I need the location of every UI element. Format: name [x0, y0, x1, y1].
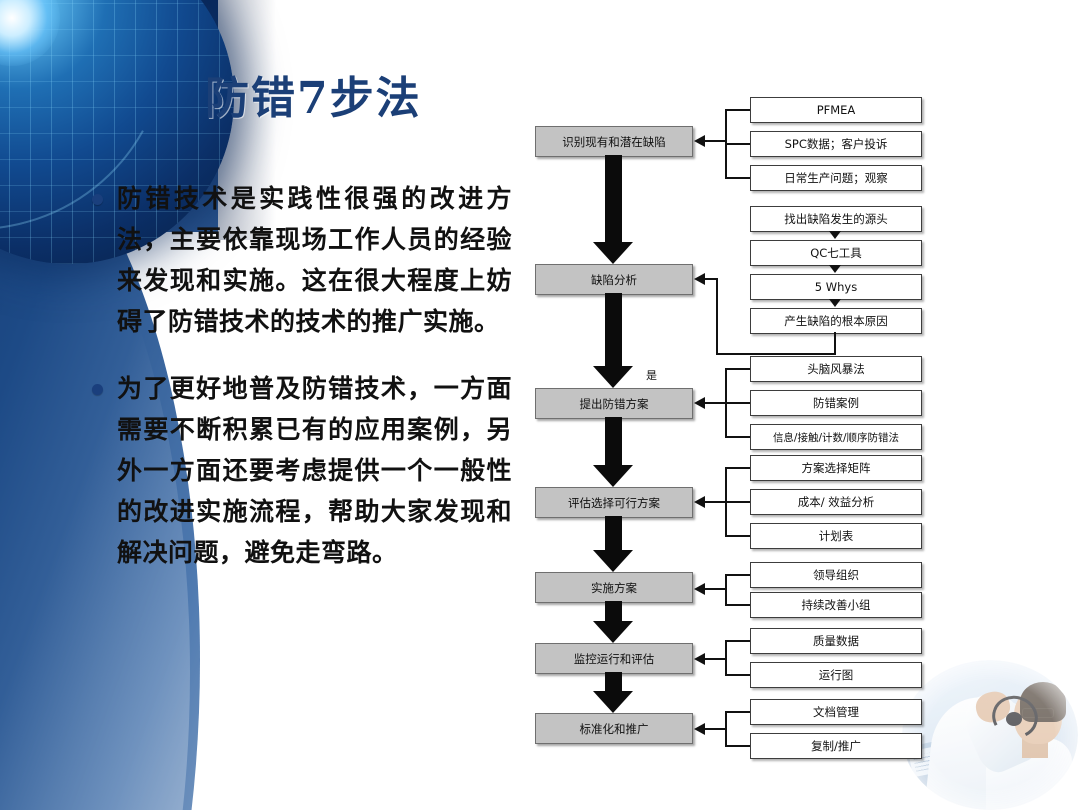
connector-step5-to-step [705, 588, 726, 590]
arrowhead-step6 [694, 653, 705, 665]
page-title: 防错7步法 [205, 73, 422, 124]
tool-box-qc7[interactable]: QC七工具 [750, 240, 922, 266]
connector-step4-a [725, 467, 750, 469]
tool-box-brainstorm[interactable]: 头脑风暴法 [750, 356, 922, 382]
connector-step6-spine [725, 640, 727, 674]
arrowhead-step7 [694, 723, 705, 735]
connector-step3-c [725, 436, 750, 438]
flow-step-1[interactable]: 识别现有和潜在缺陷 [535, 126, 693, 157]
tool-box-spc[interactable]: SPC数据；客户投诉 [750, 131, 922, 157]
flow-step-6[interactable]: 监控运行和评估 [535, 643, 693, 674]
tool-box-replicate[interactable]: 复制/推广 [750, 733, 922, 759]
tool-box-quality-data[interactable]: 质量数据 [750, 628, 922, 654]
flow-step-3[interactable]: 提出防错方案 [535, 388, 693, 419]
arrowhead-step3 [694, 397, 705, 409]
list-item: 防错技术是实践性很强的改进方法，主要依靠现场工作人员的经验来发现和实施。这在很大… [92, 178, 512, 342]
tool-box-doc-control[interactable]: 文档管理 [750, 699, 922, 725]
connector-step6-a [725, 640, 750, 642]
connector-step4-c [725, 535, 750, 537]
tool-box-daily-production[interactable]: 日常生产问题；观察 [750, 165, 922, 191]
connector-step7-b [725, 745, 750, 747]
connector-step5-b [725, 604, 750, 606]
chain-arrow-2 [829, 265, 841, 273]
connector-step4-to-step [705, 501, 726, 503]
bullet-text: 防错技术是实践性很强的改进方法，主要依靠现场工作人员的经验来发现和实施。这在很大… [117, 184, 512, 336]
photo-fade-overlay [902, 660, 1078, 810]
connector-step2-to-step [705, 278, 717, 280]
connector-step3-to-step [705, 402, 726, 404]
connector-step4-b [725, 501, 750, 503]
tool-box-selection-matrix[interactable]: 方案选择矩阵 [750, 455, 922, 481]
flow-step-2[interactable]: 缺陷分析 [535, 264, 693, 295]
connector-step1-a [725, 109, 750, 111]
photo-earcup [1006, 712, 1022, 726]
connector-step2-up [716, 278, 718, 354]
globe-glow [0, 0, 60, 66]
flow-step-7[interactable]: 标准化和推广 [535, 713, 693, 744]
connector-step2-down [834, 332, 836, 354]
tool-box-leadership[interactable]: 领导组织 [750, 562, 922, 588]
chain-arrow-3 [829, 299, 841, 307]
tool-box-cost-benefit[interactable]: 成本/ 效益分析 [750, 489, 922, 515]
bullet-dot-icon [92, 194, 103, 205]
bullet-dot-icon [92, 384, 103, 395]
tool-box-pokayoke-methods[interactable]: 信息/接触/计数/顺序防错法 [750, 424, 922, 450]
tool-box-kaizen-team[interactable]: 持续改善小组 [750, 592, 922, 618]
tool-box-run-chart[interactable]: 运行图 [750, 662, 922, 688]
photo-hair [1020, 682, 1066, 722]
tool-box-plan-table[interactable]: 计划表 [750, 523, 922, 549]
connector-step6-to-step [705, 658, 726, 660]
tool-box-pfmea[interactable]: PFMEA [750, 97, 922, 123]
arrowhead-step4 [694, 496, 705, 508]
flow-step-5[interactable]: 实施方案 [535, 572, 693, 603]
tool-box-5whys[interactable]: 5 Whys [750, 274, 922, 300]
connector-step5-a [725, 574, 750, 576]
connector-step7-a [725, 711, 750, 713]
connector-step3-a [725, 368, 750, 370]
headset-operator-photo [902, 660, 1078, 810]
connector-step6-b [725, 674, 750, 676]
bullet-text: 为了更好地普及防错技术，一方面需要不断积累已有的应用案例，另外一方面还要考虑提供… [117, 374, 512, 567]
poka-yoke-flowchart: 识别现有和潜在缺陷 缺陷分析 提出防错方案 评估选择可行方案 实施方案 监控运行… [520, 0, 1080, 810]
tool-box-case-library[interactable]: 防错案例 [750, 390, 922, 416]
arrowhead-step1 [694, 135, 705, 147]
connector-step1-to-step [705, 140, 726, 142]
arrowhead-step5 [694, 583, 705, 595]
connector-step1-c [725, 177, 750, 179]
connector-step3-b [725, 402, 750, 404]
tool-box-find-source[interactable]: 找出缺陷发生的源头 [750, 206, 922, 232]
list-item: 为了更好地普及防错技术，一方面需要不断积累已有的应用案例，另外一方面还要考虑提供… [92, 368, 512, 573]
connector-step1-b [725, 143, 750, 145]
chain-arrow-1 [829, 231, 841, 239]
photo-glasses [1022, 708, 1054, 718]
tool-box-root-cause[interactable]: 产生缺陷的根本原因 [750, 308, 922, 334]
bullet-list: 防错技术是实践性很强的改进方法，主要依靠现场工作人员的经验来发现和实施。这在很大… [92, 178, 512, 599]
arrowhead-step2 [694, 273, 705, 285]
connector-step2-left [716, 353, 836, 355]
flow-step-4[interactable]: 评估选择可行方案 [535, 487, 693, 518]
connector-step7-to-step [705, 728, 726, 730]
branch-yes-label: 是 [646, 369, 657, 382]
